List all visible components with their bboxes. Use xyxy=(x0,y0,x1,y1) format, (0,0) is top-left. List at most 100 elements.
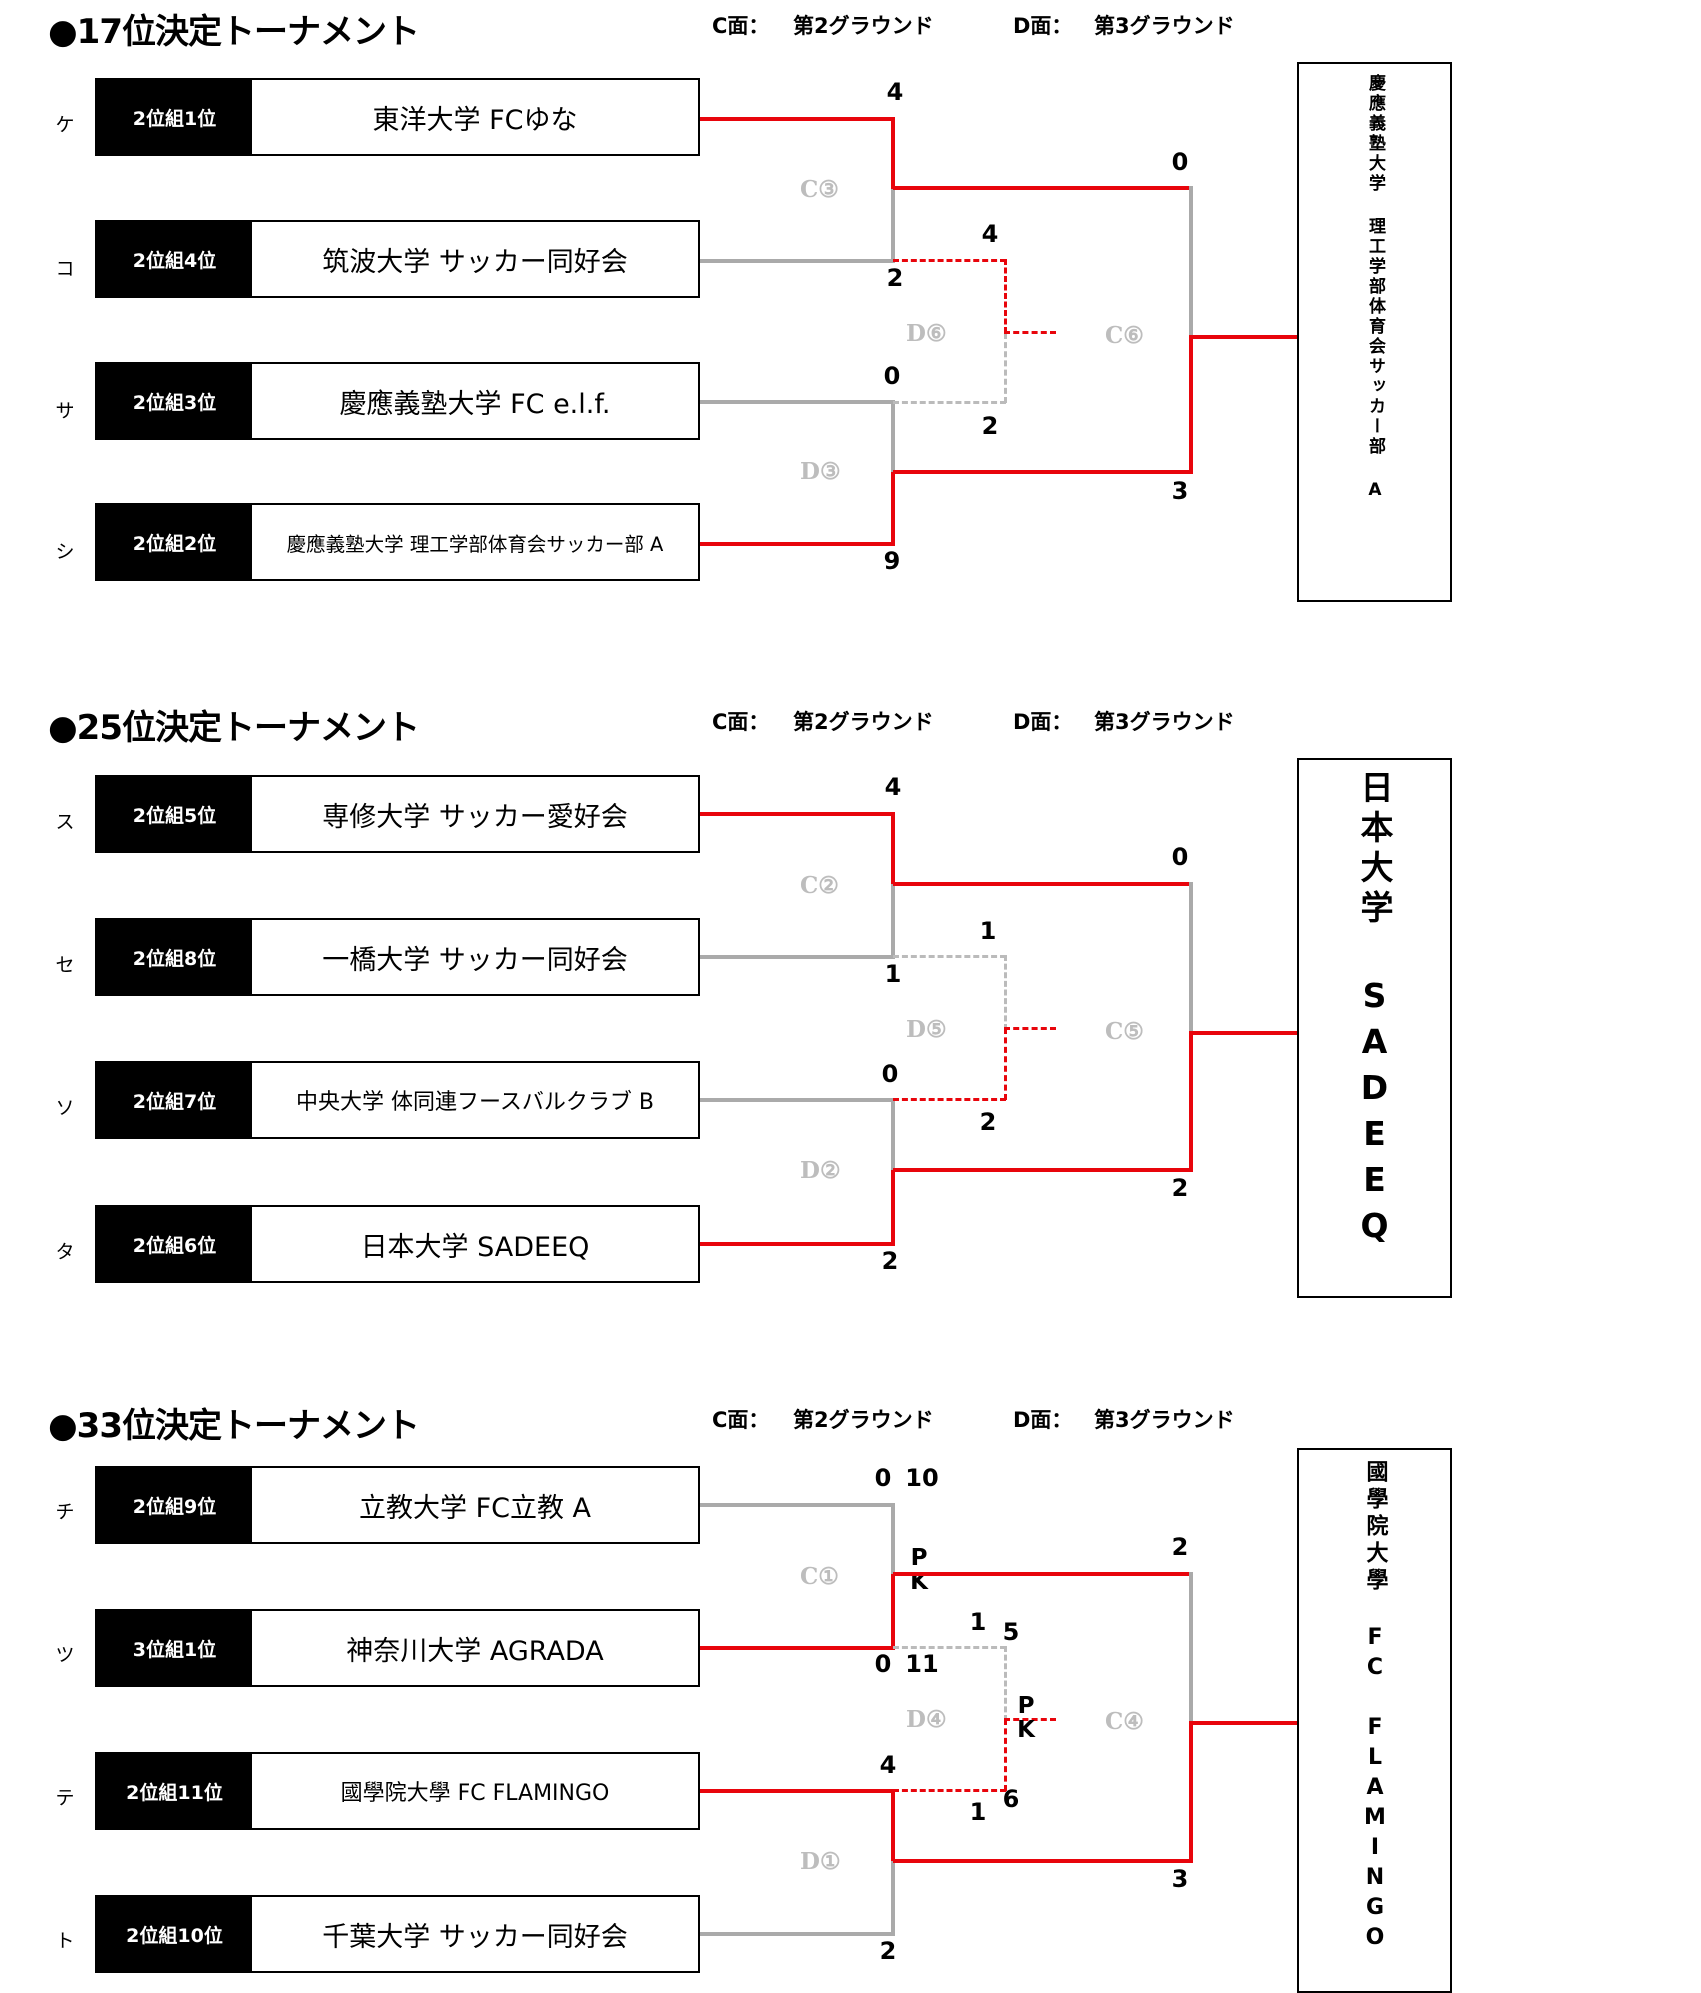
score: 1 xyxy=(979,917,997,945)
score: 3 xyxy=(1171,1865,1189,1893)
line-vert-d2-top xyxy=(891,1098,895,1170)
line-final-vert-bottom xyxy=(1189,1722,1193,1862)
line-vert-d3-bottom xyxy=(891,472,895,546)
match-code-d1: D① xyxy=(800,1848,841,1875)
match-code-d2: D② xyxy=(800,1157,841,1184)
line-loser-ko xyxy=(700,259,895,263)
venue-d-value-25: 第3グラウンド xyxy=(1094,710,1235,734)
score: 2 xyxy=(881,1247,899,1275)
venue-c-label-33: C面： xyxy=(712,1408,770,1432)
line-3rd-top xyxy=(893,259,1006,262)
line-vert-c2-bottom xyxy=(891,884,895,958)
team-rank: 2位組10位 xyxy=(97,1897,252,1971)
line-winner-ke xyxy=(700,117,895,121)
score: 4 xyxy=(879,1751,897,1779)
line-loser-se xyxy=(700,955,895,959)
line-final-top xyxy=(893,882,1193,886)
score: 2 xyxy=(1171,1174,1189,1202)
score-pk: 10 xyxy=(905,1464,939,1492)
pk-marker: P K xyxy=(1017,1693,1035,1744)
line-3rd-vert-top xyxy=(1004,1646,1007,1721)
line-final-vert-bottom xyxy=(1189,1032,1193,1171)
seed-letter-so: ソ xyxy=(55,1097,75,1119)
score-pk: 6 xyxy=(1002,1785,1020,1813)
team-row[interactable]: 2位組5位 専修大学 サッカー愛好会 xyxy=(95,775,700,853)
pk-marker: P K xyxy=(910,1545,928,1596)
score: 2 xyxy=(1171,1533,1189,1561)
team-row[interactable]: 2位組2位 慶應義塾大学 理工学部体育会サッカー部 A xyxy=(95,503,700,581)
line-3rd-bottom xyxy=(893,401,1006,404)
champion-name: 慶應義塾大学 理工学部体育会サッカー部 A xyxy=(1365,74,1385,503)
team-rank: 2位組11位 xyxy=(97,1754,252,1828)
team-rank: 2位組8位 xyxy=(97,920,252,994)
seed-letter-chi: チ xyxy=(55,1501,75,1523)
match-code-c2: C② xyxy=(800,872,839,899)
team-name: 立教大学 FC立教 A xyxy=(358,1492,592,1524)
venue-d-value-17: 第3グラウンド xyxy=(1094,14,1235,38)
seed-letter-shi: シ xyxy=(55,541,75,563)
score: 4 xyxy=(981,220,999,248)
line-3rd-vert-bottom xyxy=(1004,333,1007,403)
line-final-top xyxy=(893,186,1193,190)
score: 0 xyxy=(1171,843,1189,871)
line-3rd-vert-top xyxy=(1004,259,1007,333)
line-final-vert-top xyxy=(1189,1572,1193,1722)
section-title-17: ●17位決定トーナメント xyxy=(48,12,420,52)
seed-letter-tsu: ツ xyxy=(55,1644,75,1666)
match-code-c6: C⑥ xyxy=(1105,322,1144,349)
champion-name: 國學院大學 FC FLAMINGO xyxy=(1362,1460,1388,1955)
match-code-d3: D③ xyxy=(800,458,841,485)
match-code-c4: C④ xyxy=(1105,1708,1144,1735)
score: 0 xyxy=(874,1464,892,1492)
team-row[interactable]: 2位組4位 筑波大学 サッカー同好会 xyxy=(95,220,700,298)
team-row[interactable]: 2位組3位 慶應義塾大学 FC e.l.f. xyxy=(95,362,700,440)
line-loser-so xyxy=(700,1098,895,1102)
team-row[interactable]: 2位組1位 東洋大学 FCゆな xyxy=(95,78,700,156)
line-3rd-out xyxy=(1004,331,1056,334)
champion-box: 國學院大學 FC FLAMINGO xyxy=(1297,1448,1452,1993)
line-vert-c1-top xyxy=(891,1503,895,1575)
seed-letter-ta: タ xyxy=(55,1241,75,1263)
line-final-top xyxy=(893,1572,1193,1576)
team-row[interactable]: 2位組8位 一橋大学 サッカー同好会 xyxy=(95,918,700,996)
venue-c-value-25: 第2グラウンド xyxy=(793,710,934,734)
team-row[interactable]: 2位組6位 日本大学 SADEEQ xyxy=(95,1205,700,1283)
score-pk: 5 xyxy=(1002,1618,1020,1646)
seed-letter-se: セ xyxy=(55,954,75,976)
team-row[interactable]: 2位組9位 立教大学 FC立教 A xyxy=(95,1466,700,1544)
line-final-vert-bottom xyxy=(1189,336,1193,474)
team-name: 國學院大學 FC FLAMINGO xyxy=(340,1781,610,1806)
line-vert-d1-top xyxy=(891,1789,895,1861)
score: 2 xyxy=(886,264,904,292)
team-row[interactable]: 2位組10位 千葉大学 サッカー同好会 xyxy=(95,1895,700,1973)
team-name: 中央大学 体同連フースバルクラブ B xyxy=(296,1090,654,1115)
section-title-33: ●33位決定トーナメント xyxy=(48,1406,420,1446)
score: 1 xyxy=(884,960,902,988)
line-loser-to xyxy=(700,1932,895,1936)
team-row[interactable]: 2位組7位 中央大学 体同連フースバルクラブ B xyxy=(95,1061,700,1139)
line-vert-c3-top xyxy=(891,117,895,189)
team-row[interactable]: 2位組11位 國學院大學 FC FLAMINGO xyxy=(95,1752,700,1830)
team-rank: 2位組5位 xyxy=(97,777,252,851)
match-code-c5: C⑤ xyxy=(1105,1018,1144,1045)
team-name: 筑波大学 サッカー同好会 xyxy=(322,246,628,278)
team-name: 神奈川大学 AGRADA xyxy=(346,1635,604,1667)
seed-letter-te: テ xyxy=(55,1787,75,1809)
seed-letter-ko: コ xyxy=(55,258,75,280)
team-row[interactable]: 3位組1位 神奈川大学 AGRADA xyxy=(95,1609,700,1687)
score: 0 xyxy=(1171,148,1189,176)
seed-letter-ke: ケ xyxy=(55,114,75,136)
venue-c-value-17: 第2グラウンド xyxy=(793,14,934,38)
venue-d-label-25: D面： xyxy=(1013,710,1073,734)
team-rank: 2位組2位 xyxy=(97,505,252,579)
line-final-bottom xyxy=(893,470,1193,474)
team-name: 日本大学 SADEEQ xyxy=(360,1231,590,1263)
score: 1 xyxy=(969,1798,987,1826)
line-final-out xyxy=(1189,335,1299,339)
score: 4 xyxy=(886,78,904,106)
line-vert-d1-bottom xyxy=(891,1861,895,1935)
champion-box: 慶應義塾大学 理工学部体育会サッカー部 A xyxy=(1297,62,1452,602)
score-pk: 11 xyxy=(905,1650,939,1678)
team-name: 東洋大学 FCゆな xyxy=(372,104,578,136)
match-code-d6: D⑥ xyxy=(906,320,947,347)
